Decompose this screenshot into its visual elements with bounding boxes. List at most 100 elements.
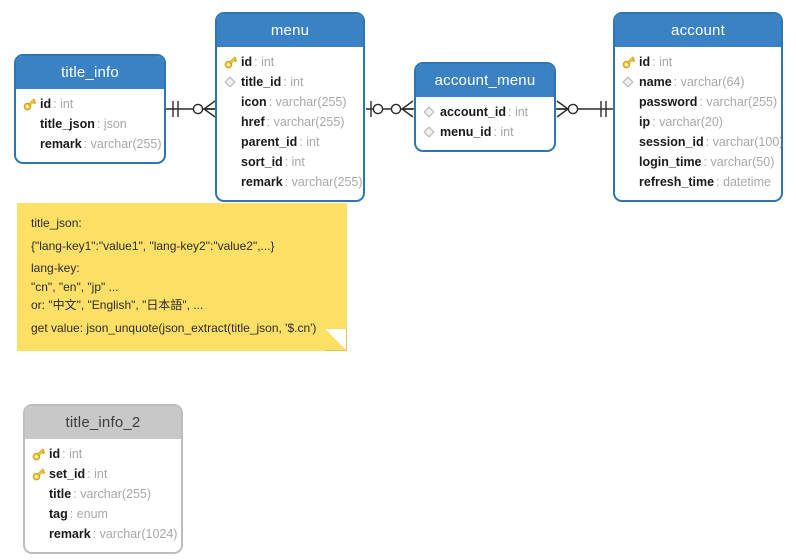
field-name: title_json [40, 117, 95, 131]
note-line: "cn", "en", "jp" ... [31, 279, 119, 294]
entity-menu[interactable]: menu id : int title_id : int icon : varc… [215, 12, 365, 202]
field-name: remark [40, 137, 82, 151]
note-line: title_json: [31, 216, 82, 230]
field-type: : int [493, 125, 514, 139]
entity-menu-fields: id : int title_id : int icon : varchar(2… [217, 47, 363, 200]
field-type: : int [53, 97, 74, 111]
field-type: : int [254, 55, 275, 69]
field-name: title_id [241, 75, 282, 89]
field-name: id [241, 55, 253, 69]
entity-title-info-header: title_info [16, 56, 164, 89]
field-row[interactable]: remark : varchar(1024) [31, 524, 177, 544]
field-row[interactable]: id : int [31, 444, 173, 464]
field-row[interactable]: set_id : int [31, 464, 173, 484]
field-row[interactable]: id : int [22, 94, 156, 114]
field-name: ip [639, 115, 651, 129]
field-type: : int [284, 155, 305, 169]
field-row[interactable]: remark : varchar(255) [22, 134, 162, 154]
key-icon [31, 466, 49, 482]
entity-title-info-2-fields: id : int set_id : int title : varchar(25… [25, 439, 181, 552]
entity-account-menu-fields: account_id : int menu_id : int [416, 97, 554, 150]
diamond-icon [422, 104, 440, 120]
connector-menu-account-menu [366, 100, 414, 118]
note-line: lang-key: [31, 261, 80, 276]
no-icon [31, 486, 49, 502]
field-name: login_time [639, 155, 702, 169]
field-row[interactable]: password : varchar(255) [621, 92, 777, 112]
no-icon [223, 174, 241, 190]
field-row[interactable]: id : int [621, 52, 773, 72]
entity-title-info[interactable]: title_info id : int title_json : json re… [14, 54, 166, 164]
field-name: refresh_time [639, 175, 715, 189]
key-icon [223, 54, 241, 70]
no-icon [22, 116, 40, 132]
field-name: title [49, 487, 72, 501]
field-name: session_id [639, 135, 704, 149]
field-row[interactable]: title : varchar(255) [31, 484, 173, 504]
no-icon [31, 506, 49, 522]
diamond-icon [223, 74, 241, 90]
field-row[interactable]: tag : enum [31, 504, 173, 524]
entity-account-header: account [615, 14, 781, 47]
field-name: name [639, 75, 672, 89]
key-icon [621, 54, 639, 70]
field-type: : varchar(50) [703, 155, 775, 169]
field-row[interactable]: remark : varchar(255) [223, 172, 363, 192]
field-type: : int [283, 75, 304, 89]
key-icon [22, 96, 40, 112]
field-row[interactable]: account_id : int [422, 102, 546, 122]
field-type: : json [96, 117, 127, 131]
key-icon [31, 446, 49, 462]
field-type: : int [62, 447, 83, 461]
no-icon [223, 154, 241, 170]
field-row[interactable]: id : int [223, 52, 355, 72]
field-type: : varchar(255) [268, 95, 347, 109]
field-name: icon [241, 95, 267, 109]
entity-account-fields: id : int name : varchar(64) password : v… [615, 47, 781, 200]
field-row[interactable]: ip : varchar(20) [621, 112, 773, 132]
field-row[interactable]: session_id : varchar(100) [621, 132, 781, 152]
note-line: get value: json_unquote(json_extract(tit… [31, 320, 317, 335]
no-icon [223, 134, 241, 150]
field-row[interactable]: name : varchar(64) [621, 72, 773, 92]
field-type: : varchar(255) [284, 175, 363, 189]
no-icon [621, 154, 639, 170]
field-name: remark [241, 175, 283, 189]
diamond-icon [422, 124, 440, 140]
connector-account-menu-account [556, 100, 614, 118]
field-name: password [639, 95, 698, 109]
no-icon [621, 94, 639, 110]
field-row[interactable]: title_id : int [223, 72, 355, 92]
entity-account-menu-header: account_menu [416, 64, 554, 97]
field-name: menu_id [440, 125, 492, 139]
field-row[interactable]: href : varchar(255) [223, 112, 355, 132]
no-icon [223, 94, 241, 110]
note-title-json[interactable]: title_json: {"lang-key1":"value1", "lang… [17, 203, 347, 351]
field-name: id [49, 447, 61, 461]
field-row[interactable]: refresh_time : datetime [621, 172, 773, 192]
entity-account[interactable]: account id : int name : varchar(64) pass… [613, 12, 783, 202]
diamond-icon [621, 74, 639, 90]
note-line: or: "中文", "English", "日本語", ... [31, 298, 204, 313]
entity-title-info-fields: id : int title_json : json remark : varc… [16, 89, 164, 162]
entity-title-info-2[interactable]: title_info_2 id : int set_id : int title… [23, 404, 183, 554]
field-row[interactable]: login_time : varchar(50) [621, 152, 775, 172]
field-type: : varchar(1024) [92, 527, 178, 541]
field-row[interactable]: icon : varchar(255) [223, 92, 355, 112]
field-row[interactable]: title_json : json [22, 114, 156, 134]
field-row[interactable]: sort_id : int [223, 152, 355, 172]
no-icon [31, 526, 49, 542]
entity-account-menu[interactable]: account_menu account_id : int menu_id : … [414, 62, 556, 152]
field-type: : int [652, 55, 673, 69]
field-type: : datetime [716, 175, 771, 189]
field-name: account_id [440, 105, 506, 119]
field-type: : int [87, 467, 108, 481]
field-type: : varchar(255) [699, 95, 778, 109]
field-name: parent_id [241, 135, 298, 149]
field-name: tag [49, 507, 68, 521]
field-type: : varchar(255) [83, 137, 162, 151]
field-row[interactable]: menu_id : int [422, 122, 546, 142]
field-type: : enum [69, 507, 108, 521]
note-line: {"lang-key1":"value1", "lang-key2":"valu… [31, 238, 275, 253]
field-row[interactable]: parent_id : int [223, 132, 355, 152]
